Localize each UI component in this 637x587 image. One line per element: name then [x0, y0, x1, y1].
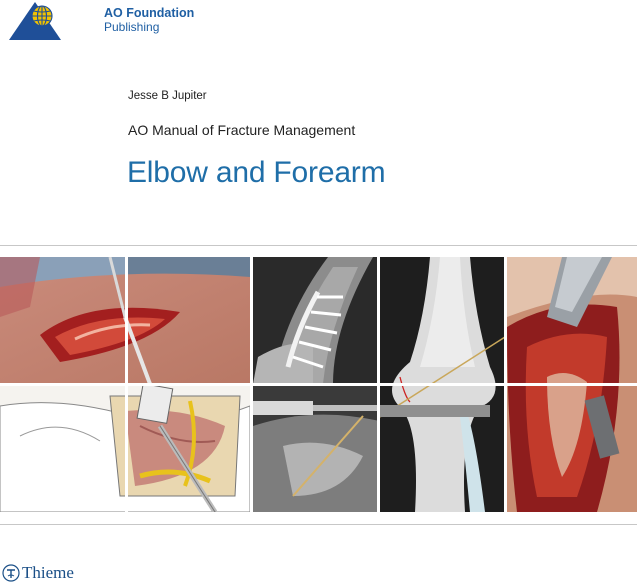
top-divider	[0, 245, 637, 246]
elbow-anatomy-illustration	[0, 386, 250, 512]
author-name: Jesse B Jupiter	[128, 90, 207, 102]
thieme-logo-icon	[2, 564, 20, 582]
ao-foundation-logo	[9, 2, 61, 40]
cover-image-mosaic	[0, 257, 637, 512]
gutter	[0, 383, 637, 386]
publisher-block: AO Foundation Publishing	[104, 6, 194, 34]
plated-bone-xray	[253, 257, 380, 384]
publisher-division: Publishing	[104, 20, 160, 34]
publisher-name: AO Foundation	[104, 6, 195, 20]
series-title: AO Manual of Fracture Management	[128, 122, 356, 138]
drill-guide-xray	[253, 386, 380, 512]
imprint-block: Thieme	[2, 563, 74, 583]
book-title: Elbow and Forearm	[127, 156, 386, 189]
bottom-divider	[0, 524, 637, 525]
imprint-name: Thieme	[22, 563, 74, 582]
